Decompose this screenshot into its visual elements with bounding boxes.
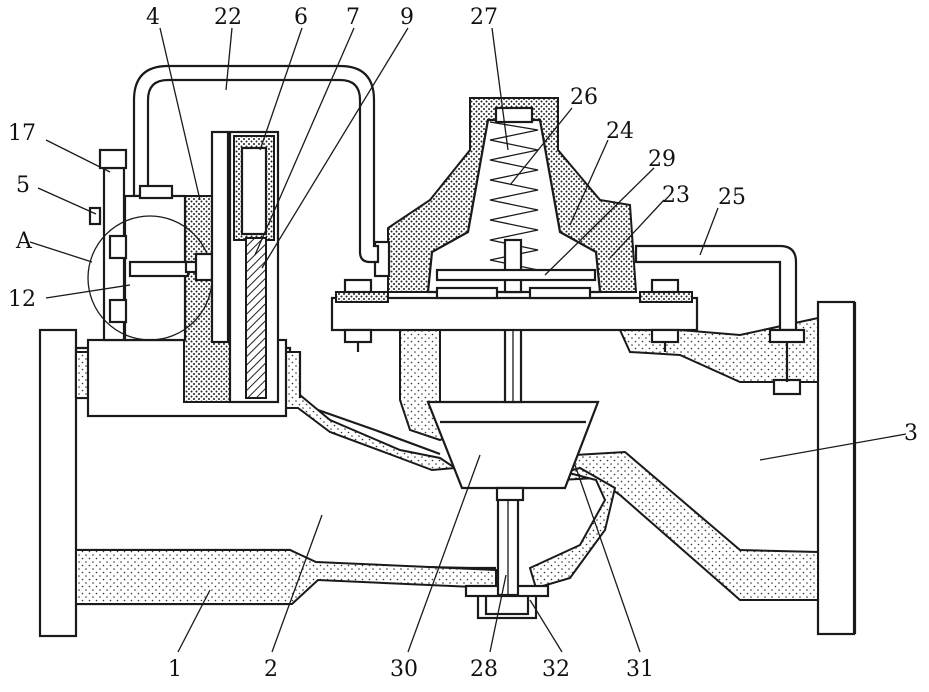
label-23: 23: [662, 183, 690, 208]
label-1: 1: [168, 657, 182, 682]
label-29: 29: [648, 147, 676, 172]
label-25: 25: [718, 185, 746, 210]
label-31: 31: [626, 657, 654, 682]
label-22: 22: [214, 5, 242, 30]
label-7: 7: [346, 5, 360, 30]
label-4: 4: [146, 5, 160, 30]
label-32: 32: [542, 657, 570, 682]
label-6: 6: [294, 5, 308, 30]
label-30: 30: [390, 657, 418, 682]
label-5: 5: [16, 173, 30, 198]
label-A: A: [15, 229, 33, 254]
label-2: 2: [264, 657, 278, 682]
label-17: 17: [8, 121, 36, 146]
label-3: 3: [904, 421, 918, 446]
label-24: 24: [606, 119, 634, 144]
label-26: 26: [570, 85, 598, 110]
label-28: 28: [470, 657, 498, 682]
label-9: 9: [400, 5, 414, 30]
pilot-assembly: [332, 98, 697, 352]
label-27: 27: [470, 5, 498, 30]
bottom-plug: [466, 495, 548, 618]
label-12: 12: [8, 287, 36, 312]
